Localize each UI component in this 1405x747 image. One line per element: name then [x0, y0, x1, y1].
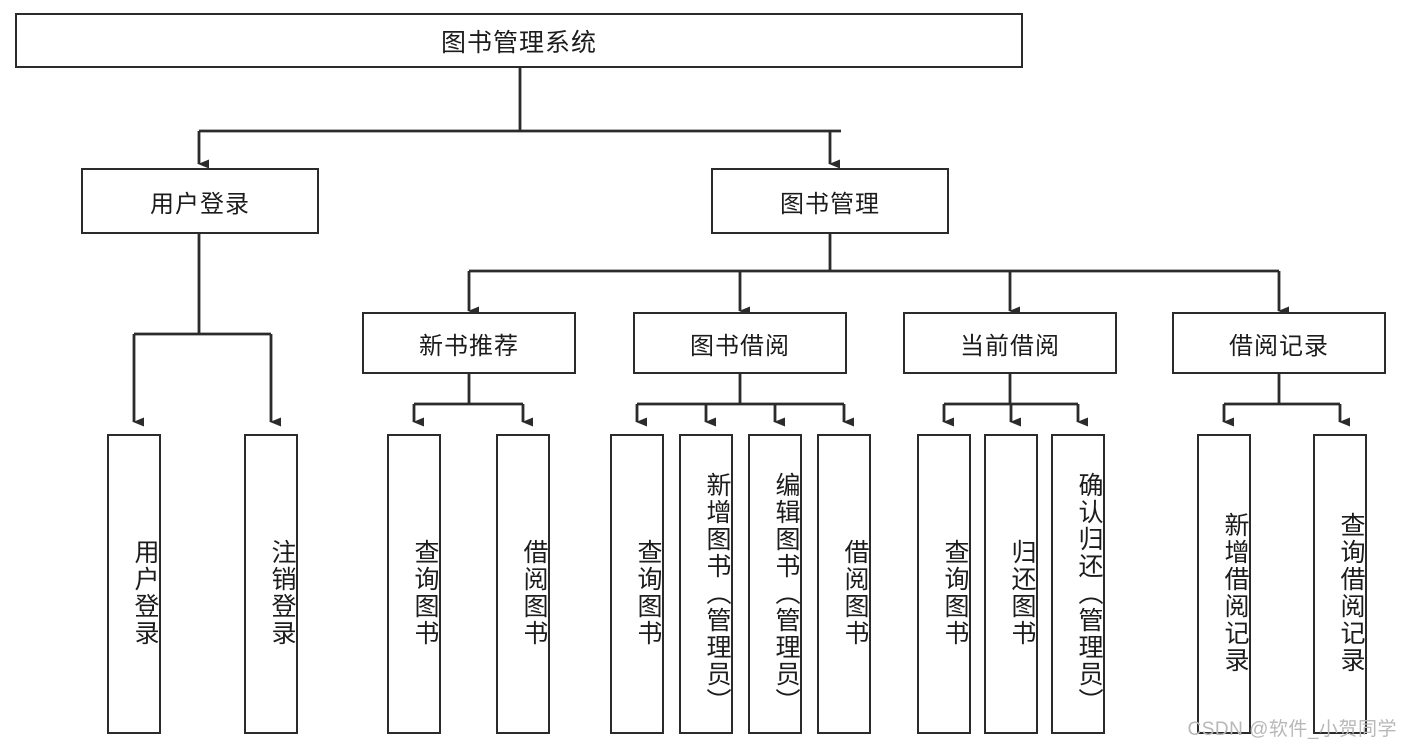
leaf-current-return[interactable]: 归还图书 — [984, 434, 1038, 734]
leaf-user-login-logout[interactable]: 注销登录 — [244, 434, 298, 734]
leaf-new-book-query[interactable]: 查询图书 — [387, 434, 441, 734]
leaf-current-query[interactable]: 查询图书 — [917, 434, 971, 734]
node-label: 编辑图书（管理员） — [772, 471, 800, 715]
node-label: 归还图书 — [1008, 539, 1036, 647]
leaf-user-login-login[interactable]: 用户登录 — [107, 434, 161, 734]
node-borrow-record[interactable]: 借阅记录 — [1172, 312, 1386, 374]
leaf-borrow-query[interactable]: 查询图书 — [610, 434, 664, 734]
node-label: 图书管理系统 — [440, 28, 597, 57]
node-new-book-recommend[interactable]: 新书推荐 — [362, 312, 576, 374]
node-label: 图书借阅 — [690, 332, 790, 360]
node-current-borrow[interactable]: 当前借阅 — [903, 312, 1117, 374]
leaf-borrow-borrow[interactable]: 借阅图书 — [817, 434, 871, 734]
node-label: 新增图书（管理员） — [703, 471, 731, 715]
leaf-current-confirm-return[interactable]: 确认归还（管理员） — [1051, 434, 1105, 734]
node-label: 查询图书 — [941, 539, 969, 647]
node-label: 查询图书 — [634, 539, 662, 647]
node-user-login[interactable]: 用户登录 — [81, 168, 319, 234]
node-label: 新增借阅记录 — [1221, 512, 1249, 674]
leaf-record-query[interactable]: 查询借阅记录 — [1313, 434, 1367, 734]
node-book-manage[interactable]: 图书管理 — [711, 168, 949, 234]
node-book-borrow[interactable]: 图书借阅 — [633, 312, 847, 374]
leaf-borrow-edit[interactable]: 编辑图书（管理员） — [748, 434, 802, 734]
csdn-watermark: CSDN @软件_小贺同学 — [1187, 719, 1397, 740]
node-root-system[interactable]: 图书管理系统 — [15, 13, 1023, 68]
node-label: 注销登录 — [268, 539, 296, 647]
node-label: 借阅记录 — [1229, 332, 1329, 360]
node-label: 查询借阅记录 — [1337, 512, 1365, 674]
leaf-new-book-borrow[interactable]: 借阅图书 — [496, 434, 550, 734]
node-label: 借阅图书 — [520, 539, 548, 647]
node-label: 用户登录 — [150, 190, 250, 218]
node-label: 借阅图书 — [841, 539, 869, 647]
node-label: 用户登录 — [131, 539, 159, 647]
node-label: 确认归还（管理员） — [1075, 471, 1103, 715]
node-label: 查询图书 — [411, 539, 439, 647]
node-label: 当前借阅 — [960, 332, 1060, 360]
node-label: 图书管理 — [780, 190, 880, 218]
node-label: 新书推荐 — [419, 332, 519, 360]
leaf-record-add[interactable]: 新增借阅记录 — [1197, 434, 1251, 734]
leaf-borrow-add[interactable]: 新增图书（管理员） — [679, 434, 733, 734]
